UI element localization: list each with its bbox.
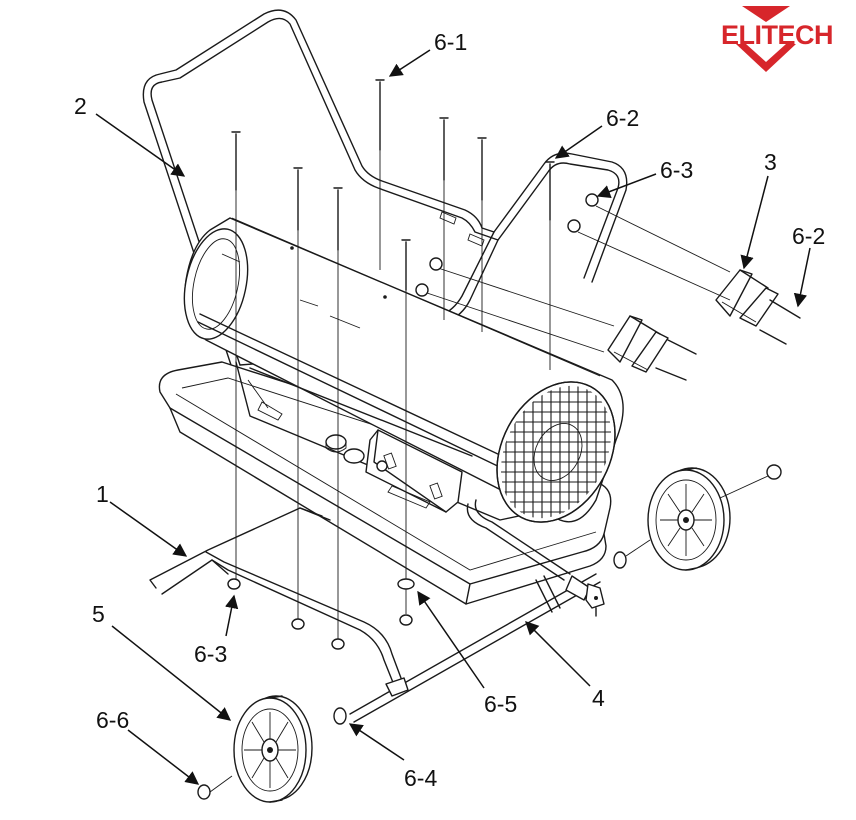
callout-6-1: 6-1 bbox=[434, 29, 467, 55]
callout-6-3a: 6-3 bbox=[194, 641, 227, 667]
stand-frame-part-1 bbox=[149, 507, 405, 691]
power-cord bbox=[466, 499, 605, 617]
callout-1: 1 bbox=[96, 481, 109, 507]
bolt-1 bbox=[231, 131, 241, 586]
bolt-6 bbox=[439, 117, 449, 320]
control-panel bbox=[325, 429, 463, 513]
callout-6-2a: 6-2 bbox=[606, 105, 639, 131]
nuts bbox=[197, 193, 782, 800]
brand-name: ELITECH bbox=[721, 20, 833, 50]
bolts bbox=[231, 79, 801, 640]
bolt-2 bbox=[293, 167, 303, 620]
callout-6-3b: 6-3 bbox=[660, 157, 693, 183]
bracket-part-3-upper bbox=[715, 269, 779, 327]
bolt-5 bbox=[401, 239, 411, 614]
callout-4: 4 bbox=[592, 685, 605, 711]
bolt-4 bbox=[375, 79, 385, 270]
wheel-left-part-5 bbox=[233, 695, 313, 803]
bolt-7 bbox=[477, 137, 487, 332]
elitech-logo: ELITECH bbox=[721, 6, 834, 72]
leader-lines bbox=[95, 49, 811, 785]
bolt-8 bbox=[545, 161, 555, 370]
bracket-part-3-lower bbox=[607, 315, 669, 373]
callout-6-4: 6-4 bbox=[404, 765, 437, 791]
callout-2: 2 bbox=[74, 93, 87, 119]
callout-labels: 2 6-1 6-2 6-3 3 6-2 1 6-3 5 6-5 4 6-6 6-… bbox=[74, 29, 825, 791]
bolt-3 bbox=[333, 187, 343, 640]
callout-3: 3 bbox=[764, 149, 777, 175]
callout-6-6: 6-6 bbox=[96, 707, 129, 733]
wheel-right bbox=[647, 467, 731, 571]
bracket-screws bbox=[423, 205, 801, 381]
callout-6-2b: 6-2 bbox=[792, 223, 825, 249]
axle-part-4 bbox=[349, 573, 601, 723]
callout-5: 5 bbox=[92, 601, 105, 627]
callout-6-5: 6-5 bbox=[484, 691, 517, 717]
